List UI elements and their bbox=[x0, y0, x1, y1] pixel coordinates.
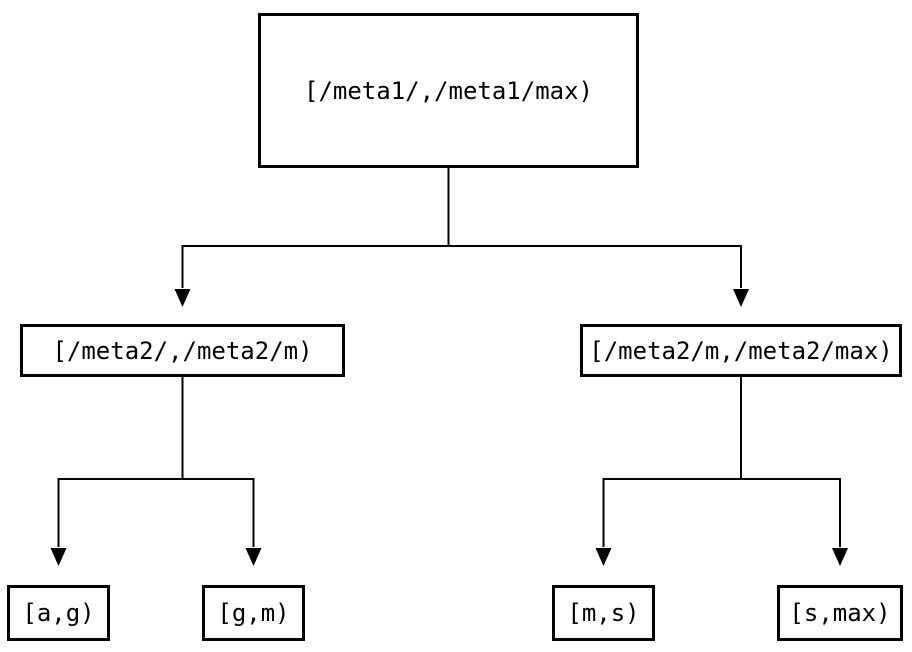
node-leaf-ag: [a,g) bbox=[7, 585, 110, 641]
node-leaf-ms: [m,s) bbox=[552, 585, 655, 641]
node-leaf-ag-label: [a,g) bbox=[22, 599, 95, 627]
node-leaf-ms-label: [m,s) bbox=[567, 599, 640, 627]
node-mid-left-label: [/meta2/,/meta2/m) bbox=[52, 336, 313, 365]
arrowhead-to-mid-right bbox=[733, 289, 749, 307]
node-leaf-gm-label: [g,m) bbox=[217, 599, 290, 627]
node-root: [/meta1/,/meta1/max) bbox=[258, 13, 639, 168]
node-mid-right-label: [/meta2/m,/meta2/max) bbox=[589, 336, 893, 365]
edge-midright-children bbox=[595, 377, 848, 566]
node-root-label: [/meta1/,/meta1/max) bbox=[304, 76, 593, 105]
node-leaf-gm: [g,m) bbox=[202, 585, 305, 641]
node-mid-right: [/meta2/m,/meta2/max) bbox=[580, 324, 902, 377]
node-leaf-smax-label: [s,max) bbox=[789, 599, 891, 627]
arrowhead-to-mid-left bbox=[174, 289, 191, 307]
node-leaf-smax: [s,max) bbox=[777, 585, 903, 641]
arrowhead-to-leaf-gm bbox=[245, 548, 262, 566]
node-mid-left: [/meta2/,/meta2/m) bbox=[20, 324, 345, 377]
arrowhead-to-leaf-ag bbox=[50, 548, 67, 566]
edge-midleft-children bbox=[50, 377, 262, 566]
edge-root-children bbox=[174, 168, 749, 307]
arrowhead-to-leaf-ms bbox=[595, 548, 612, 566]
arrowhead-to-leaf-smax bbox=[832, 548, 848, 566]
